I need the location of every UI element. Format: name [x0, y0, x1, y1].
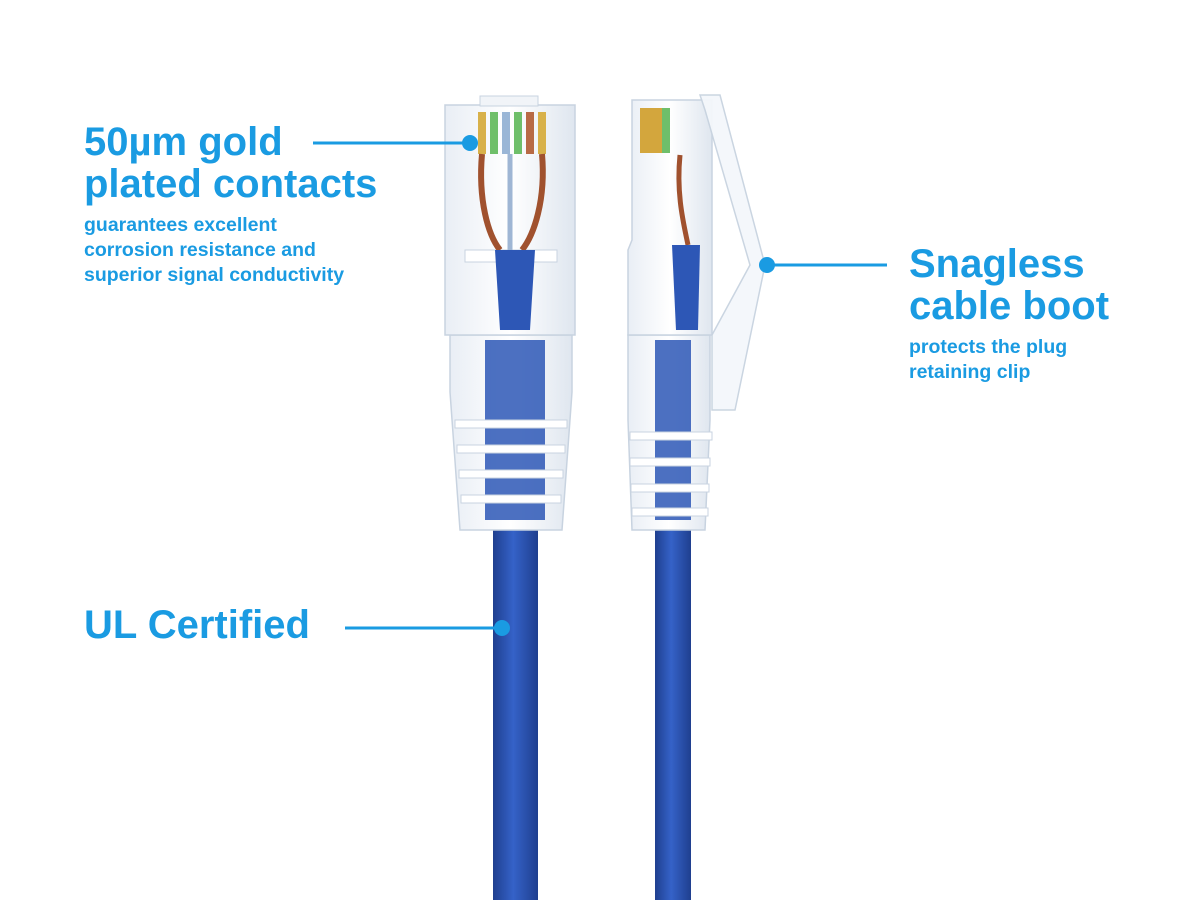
right-cable [627, 94, 766, 900]
contacts-leader-dot [462, 135, 478, 151]
ul-certified-headline: UL Certified [84, 603, 310, 647]
description-line: guarantees excellent [84, 214, 277, 236]
gold-contacts-callout: 50µm gold plated contacts guarantees exc… [84, 121, 377, 288]
snagless-boot-clip [698, 94, 766, 411]
description-line: corrosion resistance and [84, 239, 316, 261]
ul-certified-callout: UL Certified [84, 604, 310, 646]
left-rj45-plug [444, 95, 576, 336]
left-gold-contacts [478, 112, 546, 154]
leader-lines [313, 141, 887, 630]
left-cable-jacket [493, 520, 538, 900]
description-line: retaining clip [909, 361, 1031, 383]
description-line: superior signal conductivity [84, 264, 345, 286]
right-cable-boot [627, 334, 713, 531]
right-rj45-plug [627, 99, 713, 336]
boot-leader-dot [759, 257, 775, 273]
left-cable [444, 95, 576, 900]
ul-leader-dot [494, 620, 510, 636]
gold-contacts-description: guarantees excellent corrosion resistanc… [84, 213, 377, 288]
leader-dots [462, 135, 775, 636]
snagless-boot-callout: Snagless cable boot protects the plug re… [909, 243, 1109, 385]
snagless-boot-description: protects the plug retaining clip [909, 335, 1109, 385]
headline-line: cable boot [909, 284, 1110, 328]
right-cable-jacket [655, 520, 691, 900]
snagless-boot-headline: Snagless cable boot [909, 243, 1109, 327]
headline-line: Snagless [909, 242, 1085, 286]
left-cable-boot [449, 334, 573, 531]
description-line: protects the plug [909, 336, 1068, 358]
gold-contacts-headline: 50µm gold plated contacts [84, 121, 377, 205]
headline-line: plated contacts [84, 162, 378, 206]
headline-line: 50µm gold [84, 120, 283, 164]
